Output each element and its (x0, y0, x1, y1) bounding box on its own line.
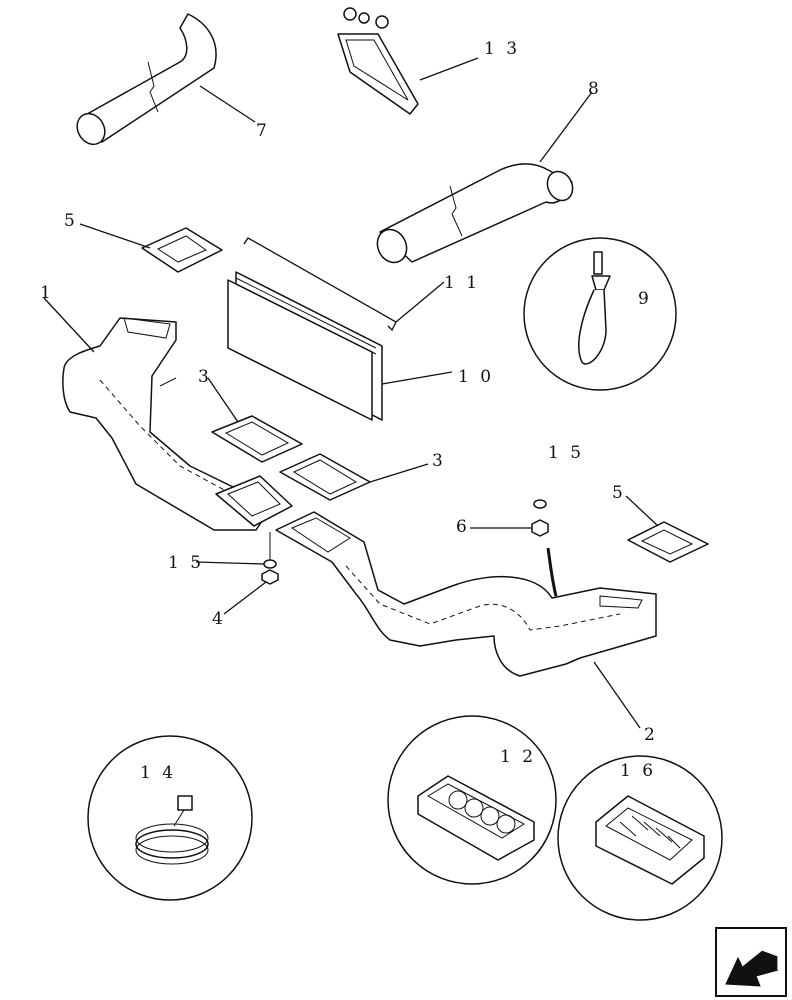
callout-10: 1 0 (458, 367, 494, 387)
callout-5-right: 5 (612, 483, 626, 503)
hose-part-8 (376, 91, 593, 264)
hose-part-7 (76, 13, 256, 146)
gasket-part-3-upper (207, 377, 303, 463)
callout-15-right: 1 5 (548, 443, 584, 463)
gasket-part-5-left (79, 223, 223, 273)
nut-part-4 (223, 569, 279, 615)
detail-circle-part-14 (87, 735, 253, 901)
nut-part-15-right (533, 499, 547, 509)
callout-3-upper: 3 (198, 367, 212, 387)
strap-part-13 (337, 7, 479, 115)
callout-8: 8 (588, 79, 602, 99)
back-arrow-icon[interactable] (715, 927, 787, 997)
detail-circle-part-9 (523, 237, 677, 391)
callout-1: 1 (40, 283, 54, 303)
callout-3-lower: 3 (432, 451, 446, 471)
callout-5-left: 5 (64, 211, 78, 231)
nut-part-6 (470, 519, 549, 537)
callout-6: 6 (456, 517, 470, 537)
callout-7: 7 (256, 121, 270, 141)
callout-16: 1 6 (620, 761, 656, 781)
air-duct-part-1 (43, 297, 293, 531)
callout-11: 1 1 (444, 273, 480, 293)
callout-15-left: 1 5 (168, 553, 204, 573)
detail-circle-part-16 (557, 755, 723, 921)
callout-9: 9 (638, 289, 652, 309)
air-duct-part-2 (275, 511, 657, 729)
filter-panel-part-10 (227, 271, 453, 421)
callout-13: 1 3 (484, 39, 520, 59)
gasket-part-5-right (625, 495, 709, 563)
callout-4: 4 (212, 609, 226, 629)
detail-circle-part-12 (387, 715, 557, 885)
callout-12: 1 2 (500, 747, 536, 767)
wire-part-11 (243, 237, 445, 332)
gasket-part-3-lower (279, 453, 429, 501)
callout-labels: 1 2 3 3 4 5 5 6 7 8 9 1 0 1 1 1 2 1 3 1 … (40, 39, 658, 783)
callout-2: 2 (644, 725, 658, 745)
nut-part-15-left (195, 532, 277, 569)
callout-14: 1 4 (140, 763, 176, 783)
